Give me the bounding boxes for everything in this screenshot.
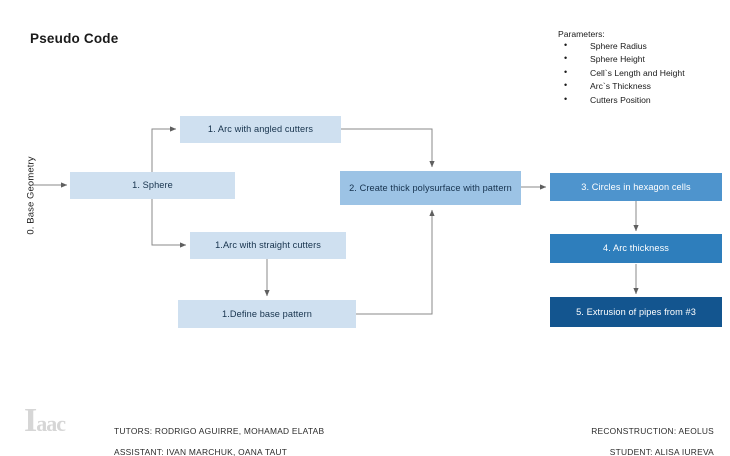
arrow-sphere-to-arc-angled — [151, 126, 177, 172]
logo-letters-aac: aac — [36, 411, 66, 436]
credit-assistant: ASSISTANT: IVAN MARCHUK, OANA TAUT — [114, 446, 288, 456]
credits-right: RECONSTRUCTION: AEOLUS STUDENT: ALISA IU… — [591, 421, 714, 456]
node-extrusion-of-pipes[interactable]: 5. Extrusion of pipes from #3 — [550, 297, 722, 327]
parameters-heading: Parameters: — [558, 29, 605, 39]
credit-student: STUDENT: ALISA IUREVA — [609, 446, 714, 456]
iaac-logo: Iaac — [24, 402, 66, 439]
node-arc-angled-cutters[interactable]: 1. Arc with angled cutters — [180, 116, 341, 143]
node-sphere[interactable]: 1. Sphere — [70, 172, 235, 199]
parameter-item: Arc`s Thickness — [558, 81, 685, 91]
credits-left: TUTORS: RODRIGO AGUIRRE, MOHAMAD ELATAB … — [114, 421, 324, 456]
parameters-list: Sphere Radius Sphere Height Cell`s Lengt… — [558, 41, 685, 105]
arrow-base-pattern-to-polysurface — [356, 209, 435, 315]
node-create-thick-polysurface[interactable]: 2. Create thick polysurface with pattern — [340, 171, 521, 205]
node-arc-thickness[interactable]: 4. Arc thickness — [550, 234, 722, 263]
page-title: Pseudo Code — [30, 31, 119, 46]
arrow-arc-angled-to-polysurface — [341, 128, 435, 168]
node-define-base-pattern[interactable]: 1.Define base pattern — [178, 300, 356, 328]
node-circles-in-hexagon-cells[interactable]: 3. Circles in hexagon cells — [550, 173, 722, 201]
node-arc-straight-cutters[interactable]: 1.Arc with straight cutters — [190, 232, 346, 259]
credit-reconstruction: RECONSTRUCTION: AEOLUS — [591, 426, 714, 436]
logo-letter-i: I — [24, 402, 37, 439]
parameter-item: Sphere Radius — [558, 41, 685, 51]
credit-tutors: TUTORS: RODRIGO AGUIRRE, MOHAMAD ELATAB — [114, 426, 325, 436]
lane-label-base-geometry: 0. Base Geometry — [25, 156, 37, 235]
parameter-item: Cell`s Length and Height — [558, 68, 685, 78]
parameter-item: Cutters Position — [558, 95, 685, 105]
parameters-block: Parameters: Sphere Radius Sphere Height … — [558, 30, 685, 110]
parameter-item: Sphere Height — [558, 54, 685, 64]
arrow-sphere-to-arc-straight — [151, 199, 187, 248]
